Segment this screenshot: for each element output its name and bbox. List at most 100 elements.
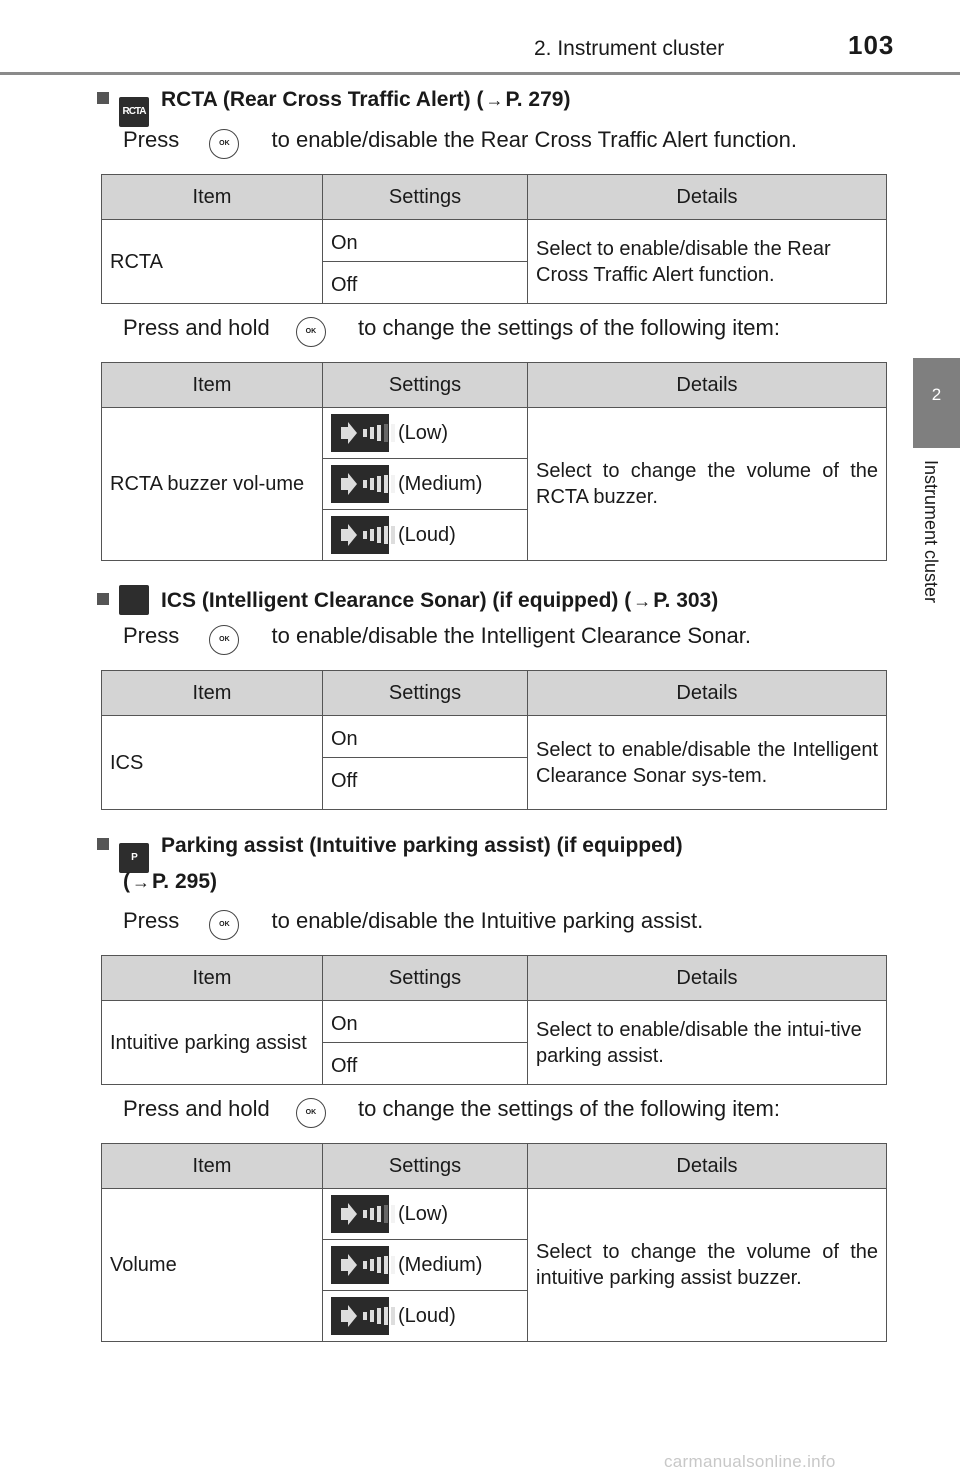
hold-desc: to change the settings of the following … <box>358 1096 780 1121</box>
col-header-settings: Settings <box>322 174 528 220</box>
volume-level-bar <box>377 425 381 441</box>
volume-medium-row: (Medium) <box>323 1240 527 1291</box>
press-label: Press <box>123 908 180 933</box>
volume-loud-row: (Loud) <box>323 510 527 560</box>
volume-low-row: (Low) <box>323 408 527 459</box>
reference-arrow-icon: → <box>132 872 150 892</box>
chapter-label-container: Instrument cluster <box>920 460 944 640</box>
volume-level-bar <box>384 424 388 442</box>
setting-on: On <box>322 1000 528 1043</box>
parking-item: Intuitive parking assist <box>101 1000 323 1085</box>
chapter-number: 2 <box>931 385 942 404</box>
speaker-icon <box>331 465 395 503</box>
col-header-settings: Settings <box>322 1143 528 1189</box>
rcta-table: Item Settings Details RCTA On Select to … <box>101 174 887 304</box>
speaker-icon <box>331 1297 395 1335</box>
col-header-settings: Settings <box>322 362 528 408</box>
bullet-square-icon <box>97 838 109 850</box>
parking-assist-icon: P <box>119 843 149 873</box>
volume-level-bar <box>377 527 381 543</box>
col-header-settings: Settings <box>322 955 528 1001</box>
speaker-icon <box>331 1246 395 1284</box>
hold-desc: to change the settings of the following … <box>358 315 780 340</box>
hold-label: Press and hold <box>123 1096 270 1121</box>
parking-table: Item Settings Details Intuitive parking … <box>101 955 887 1085</box>
volume-level-bar <box>370 1208 374 1220</box>
parking-heading-line2: (→P. 295) <box>123 870 217 894</box>
setting-on: On <box>322 715 528 758</box>
rcta-details: Select to enable/disable the Rear Cross … <box>527 219 887 304</box>
press-label: Press <box>123 623 180 648</box>
bullet-square-icon <box>97 593 109 605</box>
volume-loud-row: (Loud) <box>323 1291 527 1341</box>
rcta-press-instruction: Press OK to enable/disable the Rear Cros… <box>123 127 797 159</box>
speaker-icon <box>331 1195 395 1233</box>
rcta-volume-details: Select to change the volume of the RCTA … <box>527 407 887 561</box>
col-header-details: Details <box>527 670 887 716</box>
parking-heading-text: Parking assist (Intuitive parking assist… <box>161 834 683 857</box>
ics-heading: ICS (Intelligent Clearance Sonar) (if eq… <box>97 585 718 615</box>
col-header-details: Details <box>527 1143 887 1189</box>
volume-low-label: (Low) <box>398 422 449 444</box>
rcta-hold-instruction: Press and hold OK to change the settings… <box>123 315 780 347</box>
volume-item: Volume <box>101 1188 323 1342</box>
volume-level-bar <box>391 526 395 544</box>
paren: ( <box>123 870 130 893</box>
volume-level-bar <box>384 526 388 544</box>
rcta-volume-table: Item Settings Details RCTA buzzer vol-um… <box>101 362 887 561</box>
rcta-heading-text: RCTA (Rear Cross Traffic Alert) ( <box>161 88 484 111</box>
ics-car-icon <box>119 585 149 615</box>
chapter-tab: 2 <box>913 358 960 448</box>
bullet-square-icon <box>97 92 109 104</box>
header-rule <box>0 72 960 75</box>
volume-low-label: (Low) <box>398 1203 449 1225</box>
rcta-ref: P. 279) <box>505 88 571 111</box>
chapter-label: Instrument cluster <box>921 460 941 604</box>
section-title: 2. Instrument cluster <box>534 37 725 60</box>
col-header-details: Details <box>527 955 887 1001</box>
volume-level-bar <box>384 475 388 493</box>
press-desc: to enable/disable the Intuitive parking … <box>271 908 704 933</box>
parking-press-instruction: Press OK to enable/disable the Intuitive… <box>123 908 703 940</box>
ok-button-icon: OK <box>209 625 240 655</box>
ok-button-icon: OK <box>209 129 240 159</box>
press-desc: to enable/disable the Rear Cross Traffic… <box>271 127 797 152</box>
col-header-item: Item <box>101 1143 323 1189</box>
volume-level-bar <box>363 1210 367 1218</box>
reference-arrow-icon: → <box>633 591 652 611</box>
col-header-details: Details <box>527 362 887 408</box>
press-label: Press <box>123 127 180 152</box>
volume-level-bar <box>377 1206 381 1222</box>
rcta-item: RCTA <box>101 219 323 304</box>
volume-level-bar <box>363 1312 367 1320</box>
parking-hold-instruction: Press and hold OK to change the settings… <box>123 1096 780 1128</box>
press-desc: to enable/disable the Intelligent Cleara… <box>271 623 751 648</box>
volume-level-bar <box>370 478 374 490</box>
rcta-icon: RCTA <box>119 97 149 127</box>
col-header-item: Item <box>101 955 323 1001</box>
volume-level-bar <box>363 429 367 437</box>
speaker-icon <box>331 414 395 452</box>
volume-level-bar <box>377 1257 381 1273</box>
ics-table: Item Settings Details ICS On Select to e… <box>101 670 887 810</box>
volume-low-row: (Low) <box>323 1189 527 1240</box>
volume-level-bar <box>391 1205 395 1223</box>
volume-details: Select to change the volume of the intui… <box>527 1188 887 1342</box>
volume-settings: (Low) (Medium) (Loud) <box>322 407 528 561</box>
ics-item: ICS <box>101 715 323 810</box>
ok-button-icon: OK <box>295 317 326 347</box>
volume-level-bar <box>377 1308 381 1324</box>
speaker-icon <box>331 516 395 554</box>
rcta-volume-item: RCTA buzzer vol-ume <box>101 407 323 561</box>
volume-level-bar <box>377 476 381 492</box>
col-header-item: Item <box>101 362 323 408</box>
volume-level-bar <box>391 1307 395 1325</box>
ics-press-instruction: Press OK to enable/disable the Intellige… <box>123 623 751 655</box>
hold-label: Press and hold <box>123 315 270 340</box>
ics-details: Select to enable/disable the Intelligent… <box>527 715 887 810</box>
volume-table: Item Settings Details Volume (Low) (Medi… <box>101 1143 887 1342</box>
reference-arrow-icon: → <box>485 90 504 110</box>
setting-off: Off <box>322 1042 528 1085</box>
rcta-heading: RCTA RCTA (Rear Cross Traffic Alert) (→P.… <box>97 88 570 127</box>
ok-button-icon: OK <box>209 910 240 940</box>
